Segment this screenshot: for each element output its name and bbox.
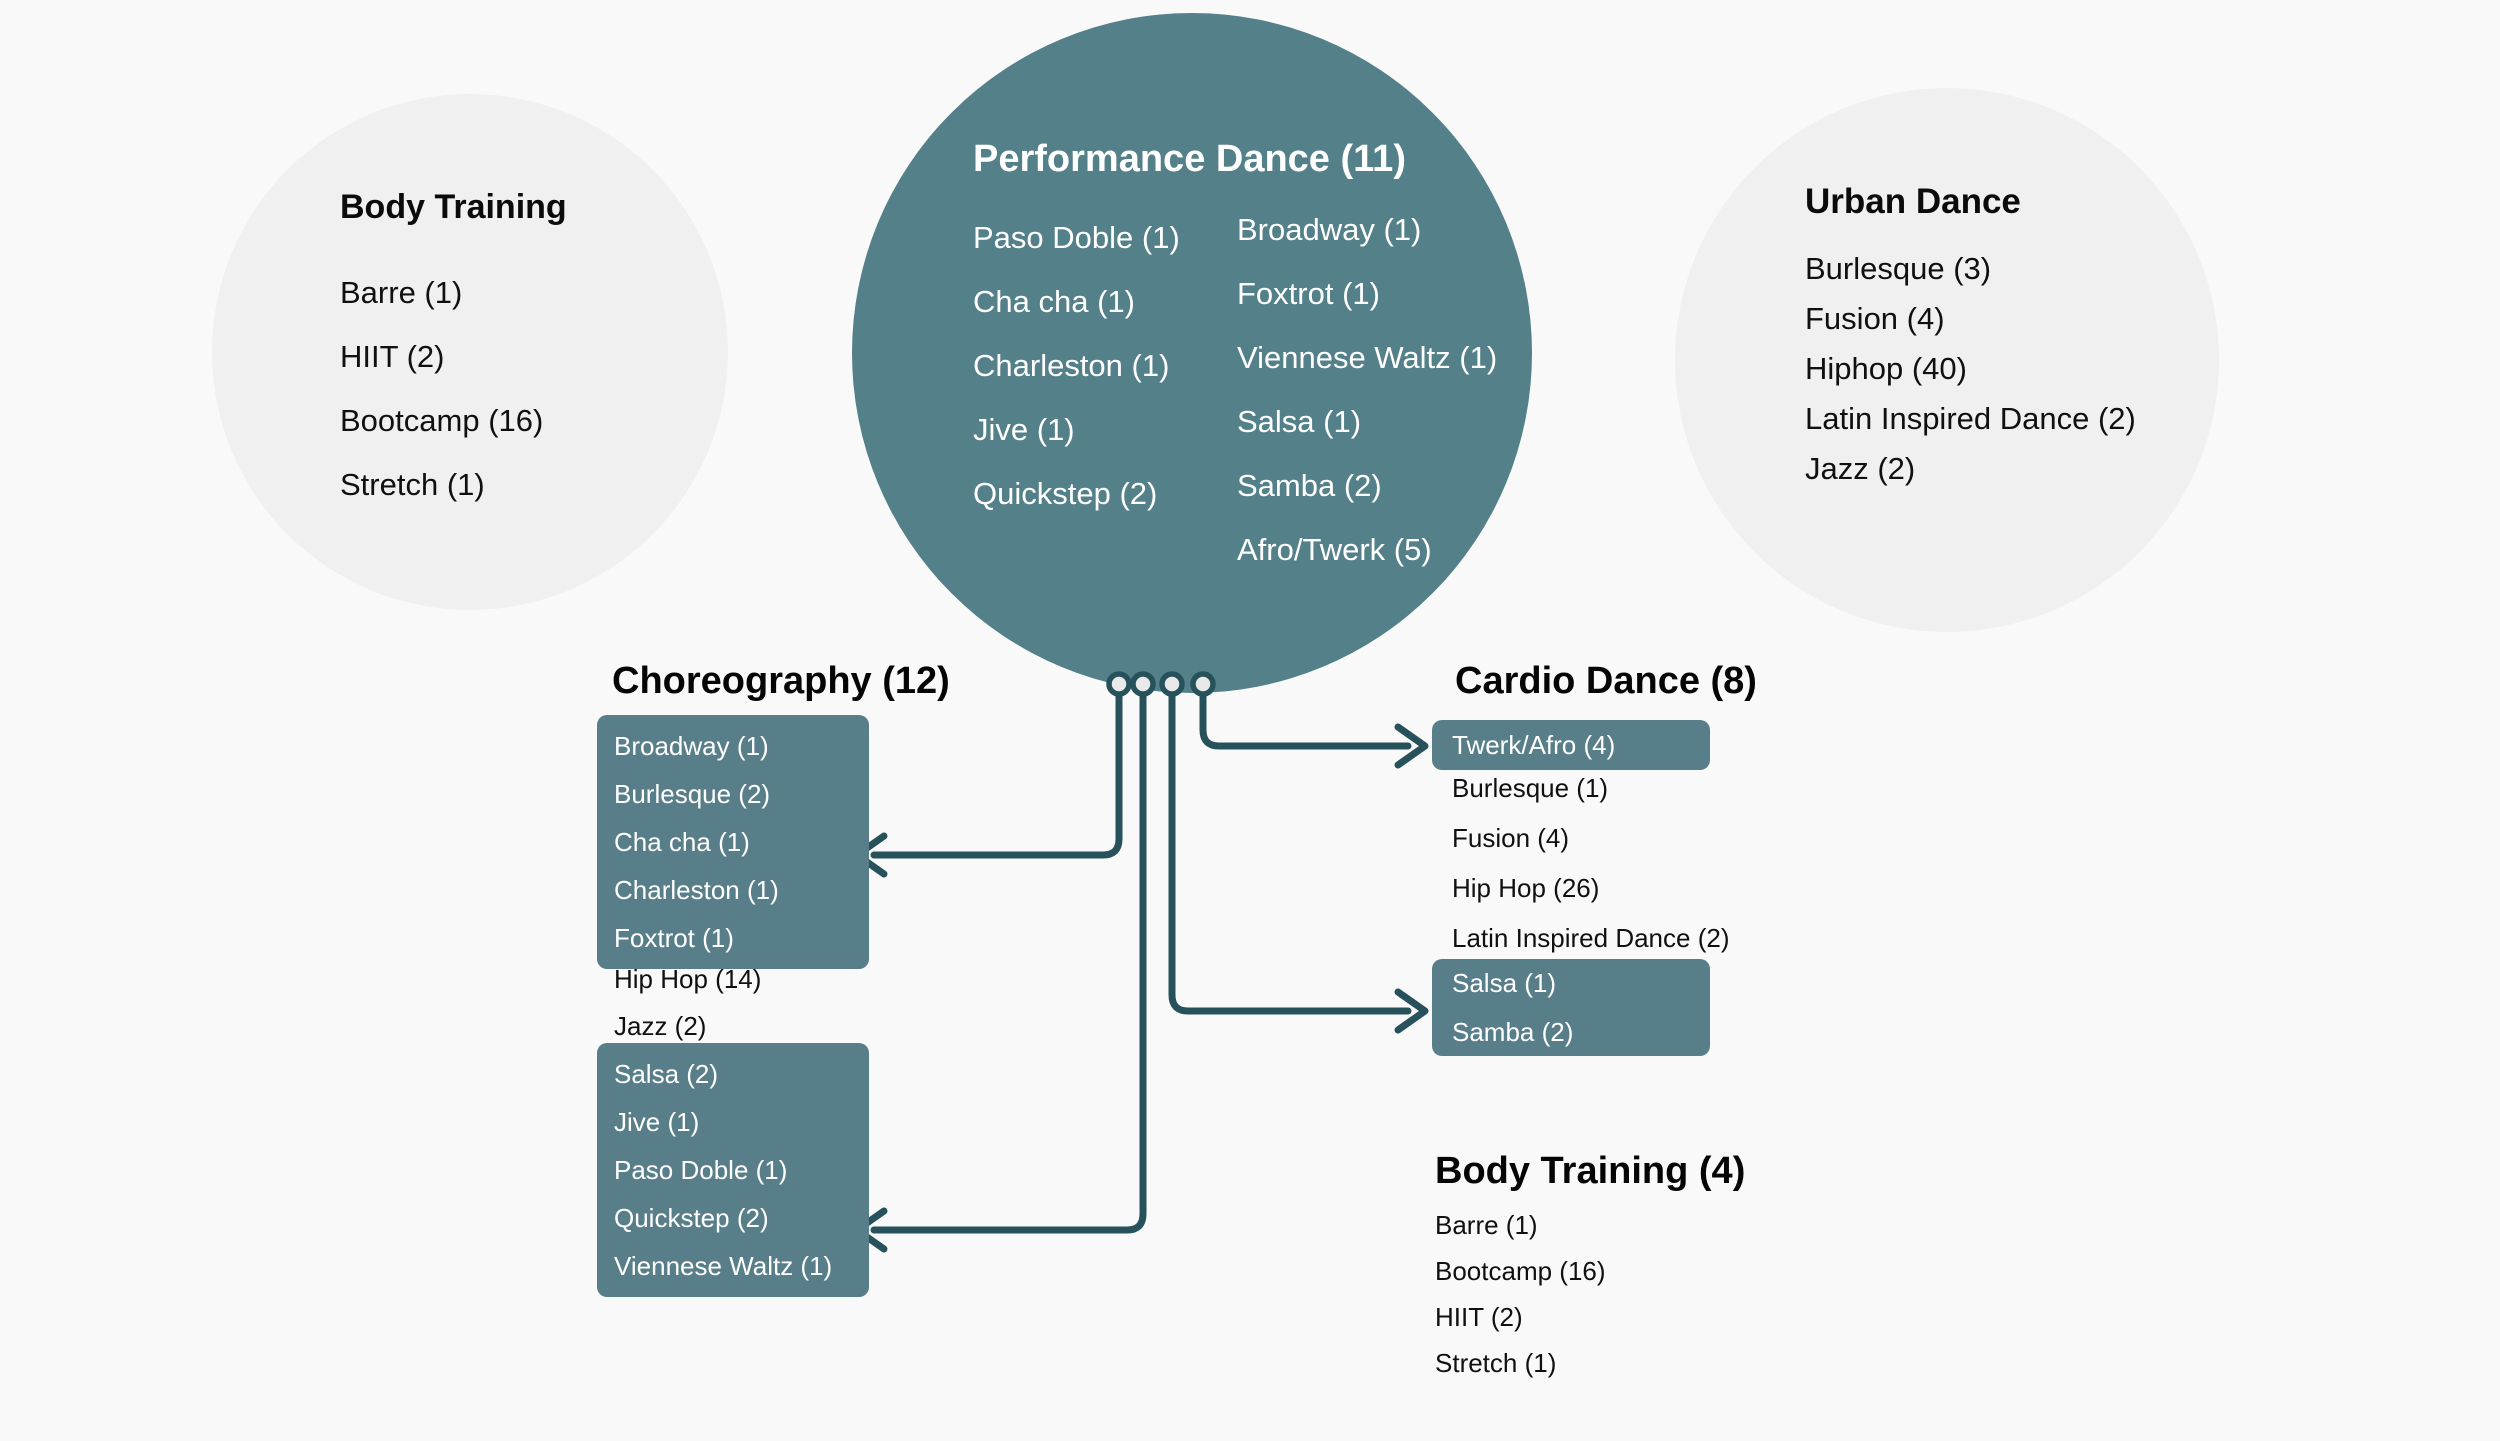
list-item: Barre (1) bbox=[340, 275, 463, 310]
highlighted-item: Cha cha (1) bbox=[614, 827, 750, 857]
body-training-section-header: Body Training (4) bbox=[1435, 1150, 1746, 1192]
performance-dance-circle bbox=[852, 13, 1532, 693]
body-training-circle-title: Body Training bbox=[340, 188, 567, 226]
connector-to-choreography-box1 bbox=[870, 688, 1123, 859]
list-item: Broadway (1) bbox=[1237, 212, 1422, 247]
highlighted-item: Viennese Waltz (1) bbox=[614, 1251, 833, 1281]
performance-dance-col2: Broadway (1) Foxtrot (1) Viennese Waltz … bbox=[1237, 214, 1497, 565]
list-item: HIIT (2) bbox=[340, 339, 445, 374]
list-item: Samba (2) bbox=[1237, 468, 1382, 503]
cardio-highlight-box-salsa-samba: Salsa (1) Samba (2) bbox=[1432, 959, 1710, 1056]
highlighted-item: Burlesque (2) bbox=[614, 779, 771, 809]
list-item: Cha cha (1) bbox=[973, 284, 1135, 319]
urban-dance-circle bbox=[1675, 88, 2219, 632]
list-item: Jazz (2) bbox=[1805, 451, 1916, 486]
list-item: Bootcamp (16) bbox=[1435, 1256, 1606, 1286]
connector-to-cardio-salsa-samba-box bbox=[1168, 688, 1412, 1015]
arrowhead-cardio-twerk-box bbox=[1394, 723, 1429, 769]
performance-dance-circle-title: Performance Dance (11) bbox=[973, 138, 1406, 180]
cardio-highlight-box-twerk: Twerk/Afro (4) bbox=[1432, 720, 1710, 770]
urban-dance-circle-title: Urban Dance bbox=[1805, 182, 2021, 221]
choreography-highlight-box-1: Broadway (1) Burlesque (2) Cha cha (1) C… bbox=[597, 715, 869, 969]
list-item: HIIT (2) bbox=[1435, 1302, 1523, 1332]
list-item: Burlesque (3) bbox=[1805, 251, 1992, 286]
highlighted-item: Charleston (1) bbox=[614, 875, 779, 905]
list-item: Hip Hop (14) bbox=[614, 964, 762, 994]
highlighted-item: Salsa (1) bbox=[1452, 968, 1557, 998]
highlighted-item: Salsa (2) bbox=[614, 1059, 719, 1089]
highlighted-item: Broadway (1) bbox=[614, 731, 769, 761]
body-training-circle bbox=[212, 94, 728, 610]
urban-dance-circle-list: Burlesque (3) Fusion (4) Hiphop (40) Lat… bbox=[1805, 253, 2136, 484]
body-training-circle-list: Barre (1) HIIT (2) Bootcamp (16) Stretch… bbox=[340, 277, 543, 500]
list-item: Charleston (1) bbox=[973, 348, 1170, 383]
connector-to-choreography-box2 bbox=[870, 688, 1147, 1234]
choreography-highlight-box-2: Salsa (2) Jive (1) Paso Doble (1) Quicks… bbox=[597, 1043, 869, 1297]
list-item: Jive (1) bbox=[973, 412, 1075, 447]
list-item: Foxtrot (1) bbox=[1237, 276, 1380, 311]
highlighted-item: Foxtrot (1) bbox=[614, 923, 734, 953]
highlighted-item: Paso Doble (1) bbox=[614, 1155, 788, 1185]
list-item: Viennese Waltz (1) bbox=[1237, 340, 1498, 375]
list-item: Bootcamp (16) bbox=[340, 403, 544, 438]
highlighted-item: Samba (2) bbox=[1452, 1017, 1574, 1047]
list-item: Afro/Twerk (5) bbox=[1237, 532, 1432, 567]
choreography-plain-list: Hip Hop (14) Jazz (2) bbox=[614, 966, 761, 1039]
list-item: Stretch (1) bbox=[340, 467, 485, 502]
list-item: Barre (1) bbox=[1435, 1210, 1538, 1240]
list-item: Jazz (2) bbox=[614, 1011, 707, 1041]
list-item: Latin Inspired Dance (2) bbox=[1805, 401, 2136, 436]
performance-dance-col1: Paso Doble (1) Cha cha (1) Charleston (1… bbox=[973, 222, 1180, 509]
list-item: Fusion (4) bbox=[1452, 823, 1570, 853]
list-item: Paso Doble (1) bbox=[973, 220, 1180, 255]
highlighted-item: Jive (1) bbox=[614, 1107, 700, 1137]
list-item: Stretch (1) bbox=[1435, 1348, 1557, 1378]
connector-to-cardio-twerk-box bbox=[1199, 688, 1412, 750]
body-training-section-list: Barre (1) Bootcamp (16) HIIT (2) Stretch… bbox=[1435, 1212, 1606, 1376]
list-item: Fusion (4) bbox=[1805, 301, 1945, 336]
list-item: Quickstep (2) bbox=[973, 476, 1158, 511]
list-item: Hip Hop (26) bbox=[1452, 873, 1600, 903]
choreography-header: Choreography (12) bbox=[612, 660, 950, 702]
cardio-plain-list: Burlesque (1) Fusion (4) Hip Hop (26) La… bbox=[1452, 775, 1729, 951]
list-item: Salsa (1) bbox=[1237, 404, 1362, 439]
highlighted-item: Quickstep (2) bbox=[614, 1203, 769, 1233]
highlighted-item: Twerk/Afro (4) bbox=[1452, 730, 1616, 760]
list-item: Burlesque (1) bbox=[1452, 773, 1609, 803]
arrowhead-cardio-salsa-samba-box bbox=[1394, 988, 1429, 1034]
list-item: Latin Inspired Dance (2) bbox=[1452, 923, 1730, 953]
cardio-dance-header: Cardio Dance (8) bbox=[1455, 660, 1757, 702]
list-item: Hiphop (40) bbox=[1805, 351, 1967, 386]
